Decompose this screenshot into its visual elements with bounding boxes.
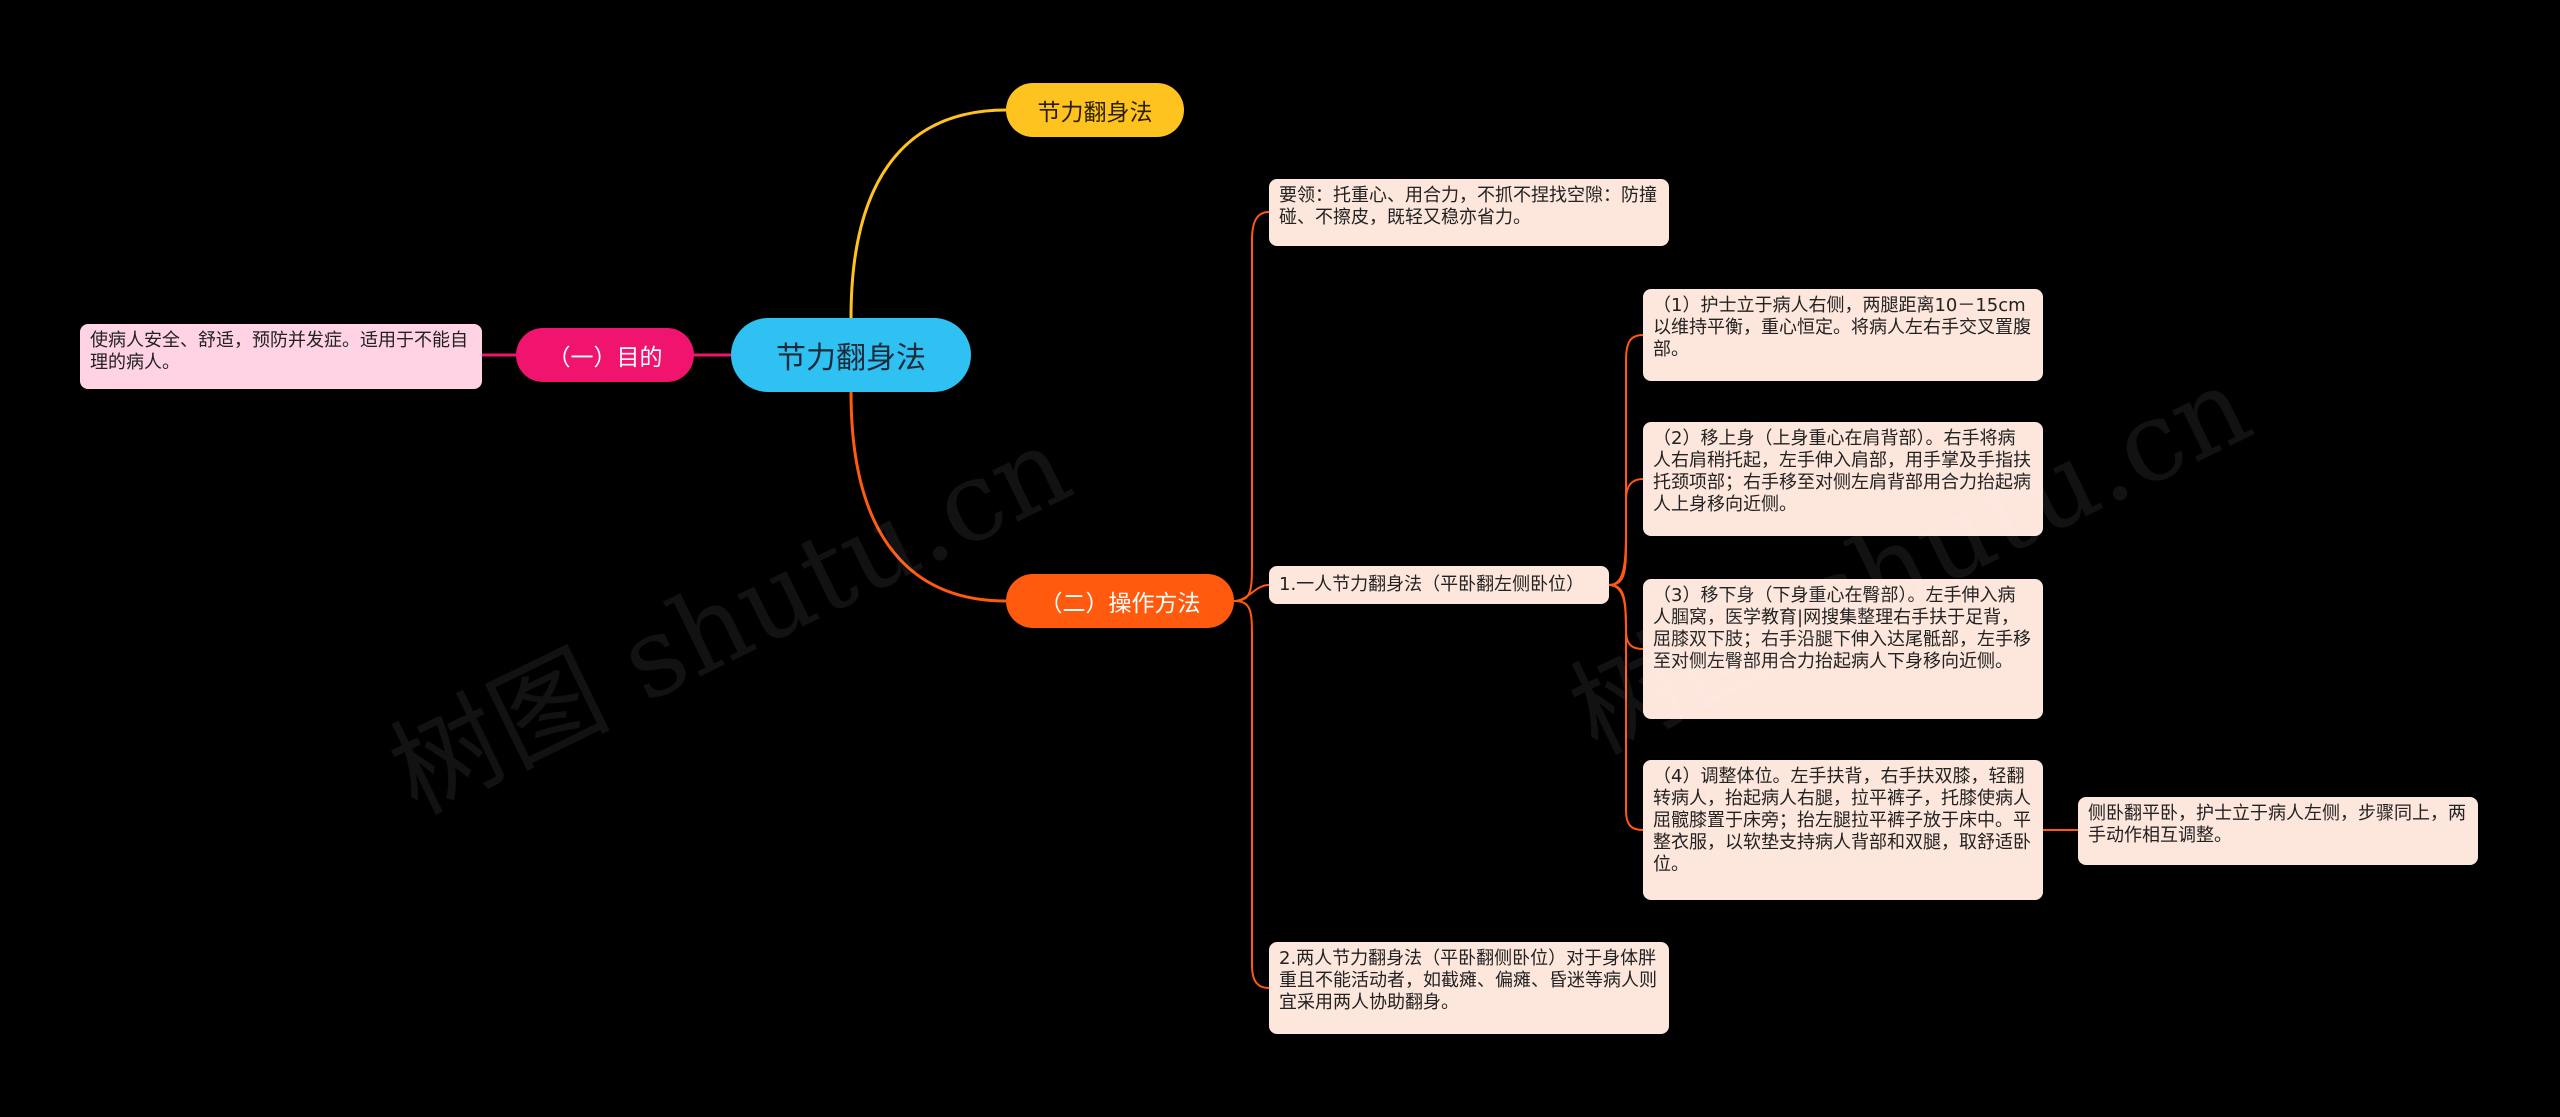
step-3-text: （3）移下身（下身重心在臀部）。左手伸入病人腘窝，医学教育|网搜集整理右手扶于足…: [1653, 585, 2031, 672]
link-method-two: [1233, 600, 1270, 989]
method-branch-label: （二）操作方法: [1039, 591, 1201, 617]
root-node[interactable]: 节力翻身法: [731, 318, 971, 392]
link-method-key: [1233, 211, 1270, 602]
purpose-branch-label: （一）目的: [547, 345, 663, 371]
link-root-title: [849, 108, 1007, 319]
purpose-branch-node[interactable]: （一）目的: [516, 328, 694, 382]
step-4-text: （4）调整体位。左手扶背，右手扶双膝，轻翻转病人，抬起病人右腿，拉平裤子，托膝使…: [1653, 766, 2031, 875]
title-branch-node[interactable]: 节力翻身法: [1006, 83, 1184, 137]
step-2-text: （2）移上身（上身重心在肩背部）。右手将病人右肩稍托起，左手伸入肩部，用手掌及手…: [1653, 428, 2031, 515]
step-4-note-card[interactable]: 侧卧翻平卧，护士立于病人左侧，步骤同上，两手动作相互调整。: [2078, 797, 2478, 865]
link-root-method: [849, 391, 1007, 603]
two-person-method-text: 2.两人节力翻身法（平卧翻侧卧位）对于身体胖重且不能活动者，如截瘫、偏瘫、昏迷等…: [1279, 948, 1657, 1013]
method-branch-node[interactable]: （二）操作方法: [1006, 574, 1234, 628]
step-1-text: （1）护士立于病人右侧，两腿距离10－15cm 以维持平衡，重心恒定。将病人左右…: [1653, 295, 2031, 360]
link-one-step4: [1608, 584, 1644, 831]
step-1-card[interactable]: （1）护士立于病人右侧，两腿距离10－15cm 以维持平衡，重心恒定。将病人左右…: [1643, 289, 2043, 381]
one-person-method-card[interactable]: 1.一人节力翻身法（平卧翻左侧卧位）: [1269, 566, 1609, 604]
purpose-note-text: 使病人安全、舒适，预防并发症。适用于不能自理的病人。: [90, 330, 468, 373]
step-4-card[interactable]: （4）调整体位。左手扶背，右手扶双膝，轻翻转病人，抬起病人右腿，拉平裤子，托膝使…: [1643, 760, 2043, 900]
link-one-step1: [1608, 334, 1644, 586]
title-branch-label: 节力翻身法: [1037, 100, 1153, 126]
link-one-step2: [1608, 478, 1644, 586]
purpose-note-card[interactable]: 使病人安全、舒适，预防并发症。适用于不能自理的病人。: [80, 324, 482, 389]
root-label: 节力翻身法: [776, 341, 926, 376]
key-points-card[interactable]: 要领：托重心、用合力，不抓不捏找空隙：防撞碰、不擦皮，既轻又稳亦省力。: [1269, 179, 1669, 246]
step-2-card[interactable]: （2）移上身（上身重心在肩背部）。右手将病人右肩稍托起，左手伸入肩部，用手掌及手…: [1643, 422, 2043, 536]
one-person-method-text: 1.一人节力翻身法（平卧翻左侧卧位）: [1279, 574, 1585, 595]
step-4-note-text: 侧卧翻平卧，护士立于病人左侧，步骤同上，两手动作相互调整。: [2088, 803, 2466, 846]
two-person-method-card[interactable]: 2.两人节力翻身法（平卧翻侧卧位）对于身体胖重且不能活动者，如截瘫、偏瘫、昏迷等…: [1269, 942, 1669, 1034]
step-3-card[interactable]: （3）移下身（下身重心在臀部）。左手伸入病人腘窝，医学教育|网搜集整理右手扶于足…: [1643, 579, 2043, 719]
key-points-text: 要领：托重心、用合力，不抓不捏找空隙：防撞碰、不擦皮，既轻又稳亦省力。: [1279, 185, 1657, 228]
